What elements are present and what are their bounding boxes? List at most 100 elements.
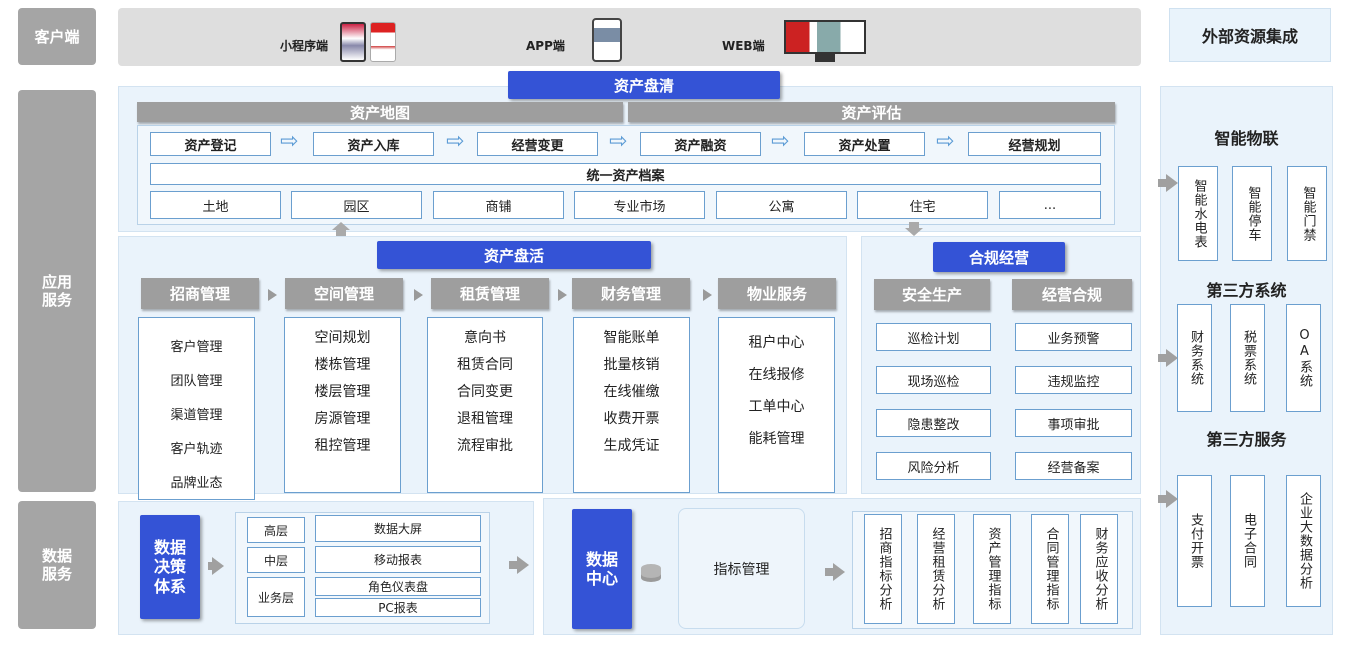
phone-icon (340, 22, 366, 62)
asset-type: 专业市场 (574, 191, 705, 219)
col-head: 招商管理 (141, 278, 259, 309)
data-decision-title: 数据 决策 体系 (140, 515, 200, 619)
asset-type: 土地 (150, 191, 281, 219)
flow-arrow-icon: ⇨ (446, 129, 465, 154)
arrow-right-icon (833, 563, 845, 581)
chevron-right-icon (414, 289, 423, 301)
asset-type: 住宅 (857, 191, 988, 219)
list-item: 在线催缴 (603, 383, 660, 400)
list-item: 批量核销 (603, 356, 660, 373)
flow-step: 经营变更 (477, 132, 598, 156)
module-list-space: 空间规划 楼栋管理 楼层管理 房源管理 租控管理 (284, 317, 401, 493)
level-box: 中层 (247, 547, 305, 573)
list-item: 团队管理 (170, 373, 223, 389)
miniprogram-label: 小程序端 (280, 39, 329, 53)
app-label: APP端 (526, 39, 565, 53)
list-item: 工单中心 (748, 399, 805, 415)
list-item: 客户轨迹 (170, 441, 223, 457)
analysis-item: 经营租赁分析 (917, 514, 955, 624)
phone-icon (370, 22, 396, 62)
third-svc-item: 支付开票 (1177, 475, 1212, 607)
comply-item: 事项审批 (1015, 409, 1132, 437)
up-arrow-icon (332, 222, 350, 230)
arrow-right-icon (212, 557, 224, 575)
comply-head: 经营合规 (1012, 279, 1132, 310)
list-item: 品牌业态 (170, 475, 223, 491)
asset-active-title: 资产盘活 (377, 241, 651, 269)
arrow-stem (1158, 354, 1167, 362)
third-sys-item: 财务系统 (1177, 304, 1212, 412)
monitor-stand (815, 54, 835, 62)
list-item: 租户中心 (748, 335, 805, 351)
arrow-right-icon (1166, 490, 1178, 508)
analysis-item: 合同管理指标 (1031, 514, 1069, 624)
external-title: 外部资源集成 (1169, 8, 1331, 62)
list-item: 租控管理 (314, 437, 371, 454)
third-svc-head: 第三方服务 (1206, 430, 1287, 449)
analysis-item: 资产管理指标 (973, 514, 1011, 624)
report-box: 角色仪表盘 (315, 577, 481, 596)
list-item: 在线报修 (748, 367, 805, 383)
report-box: 数据大屏 (315, 515, 481, 542)
asset-type: 园区 (291, 191, 422, 219)
flow-arrow-icon: ⇨ (771, 129, 790, 154)
list-item: 能耗管理 (748, 431, 805, 447)
safety-item: 现场巡检 (876, 366, 991, 394)
flow-step: 资产融资 (640, 132, 761, 156)
chevron-right-icon (268, 289, 277, 301)
comply-item: 违规监控 (1015, 366, 1132, 394)
module-list-property: 租户中心 在线报修 工单中心 能耗管理 (718, 317, 835, 493)
col-head: 空间管理 (285, 278, 403, 309)
asset-type: ... (999, 191, 1101, 219)
archive-bar: 统一资产档案 (150, 163, 1101, 185)
tablet-icon (592, 18, 622, 62)
iot-item: 智能水电表 (1178, 166, 1218, 261)
asset-type: 商铺 (433, 191, 564, 219)
report-box: 移动报表 (315, 546, 481, 573)
list-item: 生成凭证 (603, 437, 660, 454)
list-item: 租赁合同 (457, 356, 513, 373)
asset-eval-bar: 资产评估 (628, 102, 1115, 122)
list-item: 空间规划 (314, 329, 371, 346)
analysis-item: 财务应收分析 (1080, 514, 1118, 624)
list-item: 楼栋管理 (314, 356, 371, 373)
flow-step: 资产入库 (313, 132, 434, 156)
analysis-item: 招商指标分析 (864, 514, 902, 624)
asset-map-bar: 资产地图 (137, 102, 623, 122)
list-item: 意向书 (464, 329, 506, 346)
arrow-right-icon (517, 556, 529, 574)
level-box: 业务层 (247, 577, 305, 617)
asset-type: 公寓 (716, 191, 847, 219)
list-item: 客户管理 (170, 339, 223, 355)
module-list-finance: 智能账单 批量核销 在线催缴 收费开票 生成凭证 (573, 317, 690, 493)
safety-item: 巡检计划 (876, 323, 991, 351)
compliance-title: 合规经营 (933, 242, 1065, 272)
list-item: 合同变更 (457, 383, 513, 400)
database-icon (641, 564, 661, 578)
iot-item: 智能门禁 (1287, 166, 1327, 261)
down-arrow-icon (905, 228, 923, 236)
web-label: WEB端 (722, 39, 765, 53)
safety-item: 风险分析 (876, 452, 991, 480)
arrow-stem (208, 562, 214, 570)
flow-arrow-icon: ⇨ (936, 129, 955, 154)
asset-clear-title: 资产盘清 (508, 71, 780, 99)
flow-arrow-icon: ⇨ (609, 129, 628, 154)
iot-item: 智能停车 (1232, 166, 1272, 261)
down-arrow-stem (909, 222, 919, 228)
safety-head: 安全生产 (874, 279, 990, 310)
flow-arrow-icon: ⇨ (280, 129, 299, 154)
list-item: 楼层管理 (314, 383, 371, 400)
list-item: 流程审批 (457, 437, 513, 454)
third-sys-item: OA系统 (1286, 304, 1321, 412)
arrow-stem (509, 561, 518, 569)
third-sys-head: 第三方系统 (1206, 281, 1287, 300)
col-head: 财务管理 (572, 278, 690, 309)
chevron-right-icon (558, 289, 567, 301)
third-sys-item: 税票系统 (1230, 304, 1265, 412)
iot-head: 智能物联 (1214, 129, 1279, 148)
flow-step: 资产处置 (804, 132, 925, 156)
arrow-stem (825, 568, 834, 576)
third-svc-item: 电子合同 (1230, 475, 1265, 607)
report-box: PC报表 (315, 598, 481, 617)
